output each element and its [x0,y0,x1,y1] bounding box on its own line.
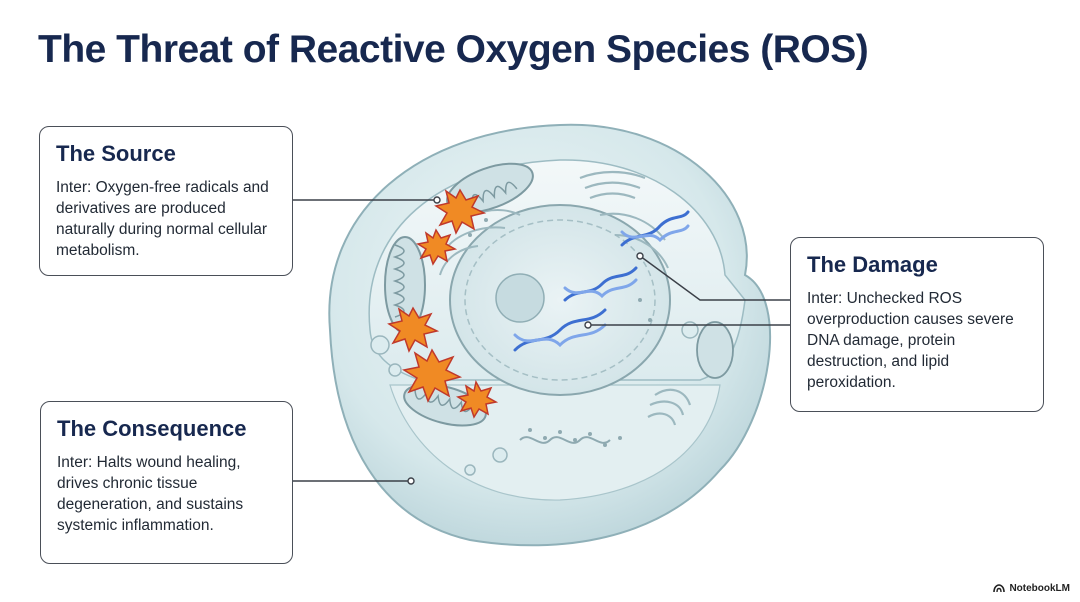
callout-consequence-title: The Consequence [57,416,276,442]
brand-watermark: NotebookLM [993,583,1070,594]
callout-consequence: The Consequence Inter: Halts wound heali… [40,401,293,564]
callout-source-body: Inter: Oxygen-free radicals and derivati… [56,177,288,261]
callout-damage-body: Inter: Unchecked ROS overproduction caus… [807,288,1039,393]
callout-damage: The Damage Inter: Unchecked ROS overprod… [790,237,1044,412]
brand-name: NotebookLM [1009,583,1070,594]
notebooklm-logo-icon [993,584,1005,593]
nucleus [450,205,670,395]
callout-consequence-body: Inter: Halts wound healing, drives chron… [57,452,272,536]
cell [329,125,770,546]
nucleolus [496,274,544,322]
mitochondrion [697,322,733,378]
callout-damage-title: The Damage [807,252,1027,278]
callout-source-title: The Source [56,141,276,167]
callout-source: The Source Inter: Oxygen-free radicals a… [39,126,293,276]
